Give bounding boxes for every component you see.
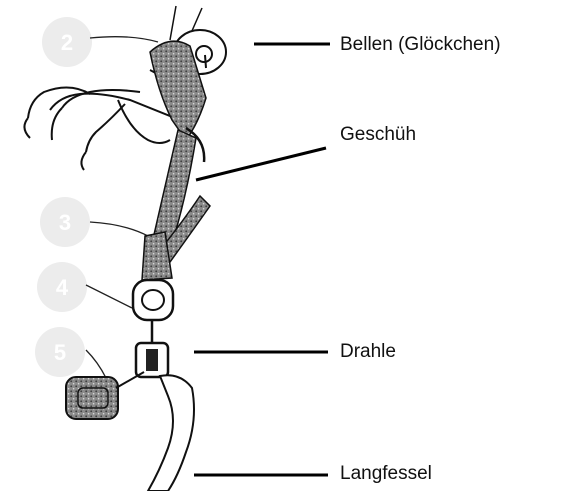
- swivel-ring: [133, 280, 173, 320]
- leader-jesses: [196, 148, 326, 180]
- label-leash: Langfessel: [340, 463, 432, 485]
- leash-button: [66, 372, 144, 419]
- svg-text:4: 4: [56, 275, 69, 300]
- label-bells: Bellen (Glöckchen): [340, 34, 501, 56]
- callout-2: 2: [42, 17, 92, 67]
- callout-4: 4: [37, 262, 87, 312]
- label-leader-lines: [194, 44, 330, 475]
- svg-text:3: 3: [59, 210, 71, 235]
- svg-text:2: 2: [61, 30, 73, 55]
- callout-3: 3: [40, 197, 90, 247]
- label-swivel: Drahle: [340, 341, 396, 363]
- swivel: [136, 320, 168, 377]
- label-jesses: Geschüh: [340, 124, 416, 146]
- leash: [148, 375, 194, 491]
- svg-text:5: 5: [54, 340, 66, 365]
- callout-pointers: [86, 37, 158, 378]
- callout-5: 5: [35, 327, 85, 377]
